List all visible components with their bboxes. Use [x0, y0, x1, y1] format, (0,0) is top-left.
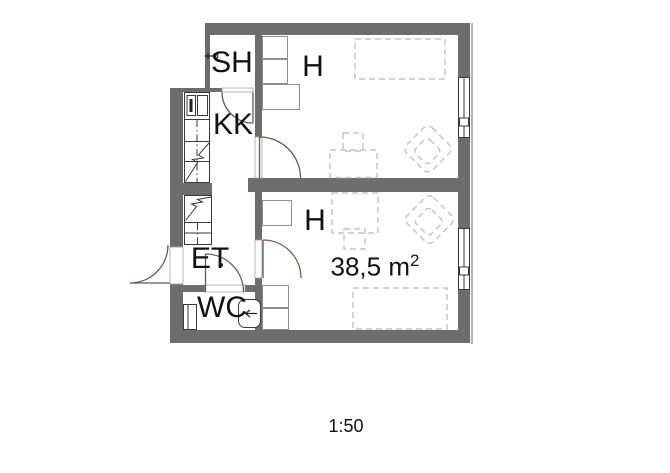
furniture-layer	[329, 38, 454, 330]
refrigerator-diagonal	[185, 196, 212, 221]
wc-door-arc	[204, 253, 245, 293]
scale-label: 1:50	[328, 416, 364, 436]
room-label-h-upper: H	[302, 50, 324, 83]
area-superscript: 2	[410, 251, 420, 270]
bed-upper-room	[354, 38, 446, 80]
room-label-wc: WC	[197, 291, 247, 324]
wall-divider-vert-2	[255, 178, 262, 240]
closet-upper-room-1	[262, 36, 288, 59]
tall-unit-diagonal	[185, 142, 210, 182]
area-value: 38,5 m	[330, 251, 411, 282]
stove-icon	[186, 95, 196, 116]
wall-wc-top-left	[183, 285, 205, 292]
facade-outer-line	[471, 23, 473, 344]
closet-upper-room-3	[262, 84, 300, 110]
chair-upper-room	[342, 132, 364, 152]
closet-lower-room-2	[262, 285, 289, 308]
lower-room-door-arc	[262, 239, 302, 279]
window-lower-casement-mark	[459, 266, 469, 276]
room-label-h-lower: H	[304, 204, 326, 237]
windows	[458, 77, 470, 290]
entrance-door-arc	[129, 244, 170, 284]
wall-divider-vert-1	[255, 35, 262, 137]
wall-left-lower	[170, 284, 183, 330]
closet-upper-room-2	[262, 59, 288, 84]
kitchen-unit	[184, 92, 212, 245]
armchair-upper-room	[404, 125, 452, 173]
sh-door-recess	[221, 87, 254, 93]
upper-room-door-arc	[258, 136, 302, 179]
wall-sh-left	[205, 35, 210, 88]
area-label: 38,5 m2	[317, 252, 433, 280]
wall-bottom	[170, 330, 470, 343]
wc-sink	[183, 304, 197, 330]
bed-lower-room	[352, 287, 448, 330]
wall-room-divider	[248, 178, 470, 192]
shower-icon	[204, 52, 219, 59]
wall-top	[205, 23, 470, 35]
room-label-et: ET	[190, 242, 230, 275]
armchair-lower-room	[405, 195, 454, 244]
room-label-kk: KK	[212, 108, 254, 141]
lower-room-door-recess	[254, 239, 263, 279]
refrigerator-unit	[184, 195, 212, 245]
door-node-dot	[219, 263, 223, 267]
wall-sh-bottom	[183, 88, 222, 92]
door-swings	[129, 91, 302, 293]
wall-left-upper	[170, 88, 183, 247]
upper-room-door-recess	[254, 136, 263, 179]
table-upper-room	[329, 149, 378, 179]
wall-kk-stub	[170, 183, 212, 195]
table-lower-room	[331, 192, 379, 234]
door-recesses	[169, 87, 263, 293]
window-upper-casement-mark	[459, 117, 469, 127]
wall-right-upper	[458, 23, 470, 77]
closet-lower-room-3	[262, 308, 289, 330]
entrance-door-recess	[169, 246, 184, 285]
wc-fixture-details	[187, 305, 257, 329]
chair-lower-room	[343, 228, 366, 250]
wall-wc-top-right	[245, 285, 262, 292]
room-label-sh: SH	[211, 46, 253, 79]
sh-door-arc	[221, 91, 254, 124]
wall-right-lower	[458, 290, 470, 343]
toilet-arrow-icon	[244, 309, 257, 318]
sink-icon	[197, 95, 208, 116]
closet-lower-room-1	[262, 200, 292, 226]
